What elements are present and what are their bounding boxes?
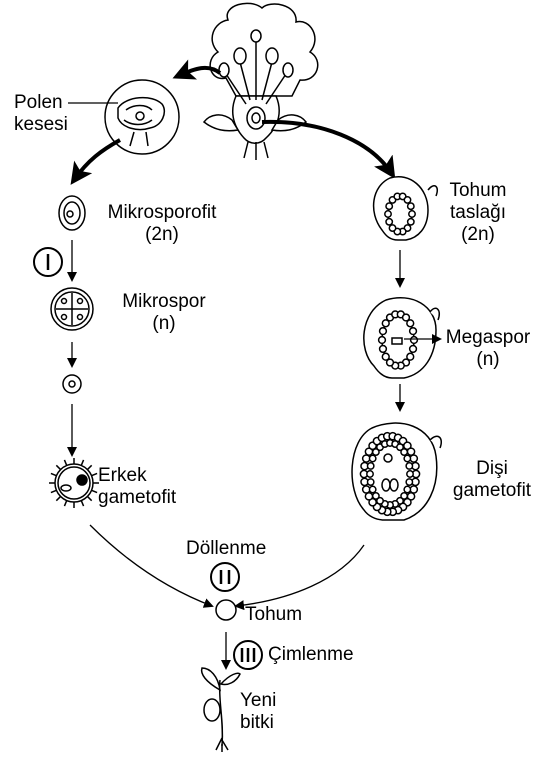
tissue-cell bbox=[405, 462, 414, 470]
tissue-cell bbox=[408, 210, 416, 218]
tissue-cell bbox=[364, 491, 374, 501]
tissue-cell bbox=[406, 447, 416, 457]
pollen-spike bbox=[50, 472, 57, 477]
megaspore-label-line-2: (n) bbox=[476, 349, 500, 370]
pollen-sac-label-line-1: Polen bbox=[14, 92, 63, 113]
tissue-cell bbox=[366, 462, 375, 470]
female-gametophyte-label-line-2: gametofit bbox=[452, 480, 532, 501]
microspore-label: Mikrospor (n) bbox=[116, 291, 212, 335]
flower-to-pollen-sac-arrow bbox=[172, 59, 222, 80]
tissue-cell bbox=[405, 478, 414, 486]
megaspore-stage-cell bbox=[363, 297, 441, 379]
microsporophyte-label-line-1: Mikrosporofit bbox=[107, 202, 217, 223]
fertilization-label: Döllenme bbox=[186, 538, 267, 559]
ovule-label: Tohum taslağı (2n) bbox=[438, 180, 518, 246]
step-2-badge bbox=[210, 562, 240, 592]
tissue-cell bbox=[371, 448, 380, 457]
pollen-spike bbox=[55, 464, 62, 471]
tissue-cell bbox=[403, 454, 412, 463]
pollen-spike bbox=[55, 495, 62, 502]
new-plant-label: Yeni bitki bbox=[240, 690, 276, 734]
tissue-cell bbox=[408, 344, 418, 354]
tissue-cell bbox=[403, 195, 412, 204]
tissue-cell bbox=[384, 210, 392, 218]
tissue-cell bbox=[371, 491, 380, 500]
ovule-label-line-2: taslağı bbox=[450, 202, 506, 223]
tissue-cell bbox=[409, 335, 419, 345]
tissue-cell bbox=[368, 454, 377, 463]
female-gametophyte-label: Dişi gametofit bbox=[442, 458, 542, 502]
flower-to-ovule-arrow bbox=[261, 119, 396, 180]
pollen-spike bbox=[86, 495, 93, 502]
tissue-cell bbox=[385, 358, 395, 367]
tissue-cell bbox=[406, 352, 415, 361]
tissue-cell bbox=[401, 313, 411, 322]
pollen-sac-illustration bbox=[104, 79, 180, 155]
germination-label: Çimlenme bbox=[268, 644, 354, 665]
male-gametophyte-label-line-1: Erkek bbox=[98, 465, 147, 486]
tissue-cell bbox=[385, 202, 394, 211]
tissue-cell bbox=[366, 478, 375, 486]
tissue-cell bbox=[400, 491, 409, 500]
microsporophyte-cell bbox=[58, 195, 86, 231]
tissue-cell bbox=[385, 217, 394, 226]
step-1-badge bbox=[33, 247, 63, 277]
pollen-sac-label: Polen kesesi bbox=[14, 92, 68, 136]
flower-illustration bbox=[202, 2, 319, 160]
tissue-cell bbox=[376, 496, 384, 505]
microsporophyte-label-line-2: (2n) bbox=[145, 224, 179, 245]
tissue-cell bbox=[406, 217, 415, 226]
single-microspore bbox=[62, 374, 82, 394]
tissue-cell bbox=[403, 485, 412, 494]
male-to-seed-curve bbox=[89, 524, 214, 608]
male-gametophyte-label: Erkek gametofit bbox=[98, 465, 176, 509]
tissue-cell bbox=[378, 326, 388, 336]
tissue-cell bbox=[381, 319, 390, 328]
tissue-cell bbox=[396, 443, 404, 452]
step-3-badge bbox=[233, 640, 263, 670]
tissue-cell bbox=[381, 352, 390, 361]
megaspore-label: Megaspor (n) bbox=[440, 327, 536, 371]
female-gametophyte-cell bbox=[351, 422, 442, 521]
pollen-spike bbox=[80, 459, 85, 466]
ovule-label-line-1: Tohum bbox=[449, 180, 507, 201]
pollen-spike bbox=[63, 459, 68, 466]
megaspore-label-line-1: Megaspor bbox=[445, 327, 531, 348]
ovule-cell bbox=[372, 176, 439, 241]
seedling-illustration bbox=[200, 667, 241, 752]
pollen-spike bbox=[91, 472, 98, 477]
pollen-spike bbox=[50, 489, 57, 494]
new-plant-label-line-1: Yeni bbox=[240, 690, 277, 711]
tissue-cell bbox=[408, 326, 418, 336]
pollen-spike bbox=[86, 464, 93, 471]
seed-label: Tohum bbox=[245, 604, 303, 625]
tissue-cell bbox=[406, 202, 415, 211]
tissue-cell bbox=[377, 335, 387, 345]
male-gametophyte-cell bbox=[49, 458, 99, 508]
ovule-label-line-3: (2n) bbox=[461, 224, 495, 245]
tissue-cell bbox=[388, 224, 397, 233]
tissue-cell bbox=[406, 319, 415, 328]
pollen-sac-label-line-2: kesesi bbox=[14, 114, 68, 135]
tissue-cell bbox=[368, 485, 377, 494]
tissue-cell bbox=[406, 470, 414, 478]
female-gametophyte-label-line-1: Dişi bbox=[476, 458, 508, 479]
microsporophyte-label: Mikrosporofit (2n) bbox=[96, 202, 228, 246]
seed-icon bbox=[215, 599, 237, 621]
tissue-cell bbox=[378, 344, 388, 354]
male-gametophyte-label-line-2: gametofit bbox=[98, 487, 177, 508]
tissue-cell bbox=[366, 470, 374, 478]
tissue-cell bbox=[400, 448, 409, 457]
microspore-tetrad bbox=[50, 287, 94, 331]
pollen-spike bbox=[80, 500, 85, 507]
pollen-sac-to-microsporophyte-arrow bbox=[70, 138, 121, 185]
pollen-spike bbox=[91, 489, 98, 494]
microspore-label-line-2: (n) bbox=[152, 313, 176, 334]
female-to-seed-curve bbox=[234, 544, 365, 611]
microspore-label-line-1: Mikrospor bbox=[122, 291, 206, 312]
new-plant-label-line-2: bitki bbox=[240, 712, 274, 733]
pollen-spike bbox=[63, 500, 68, 507]
